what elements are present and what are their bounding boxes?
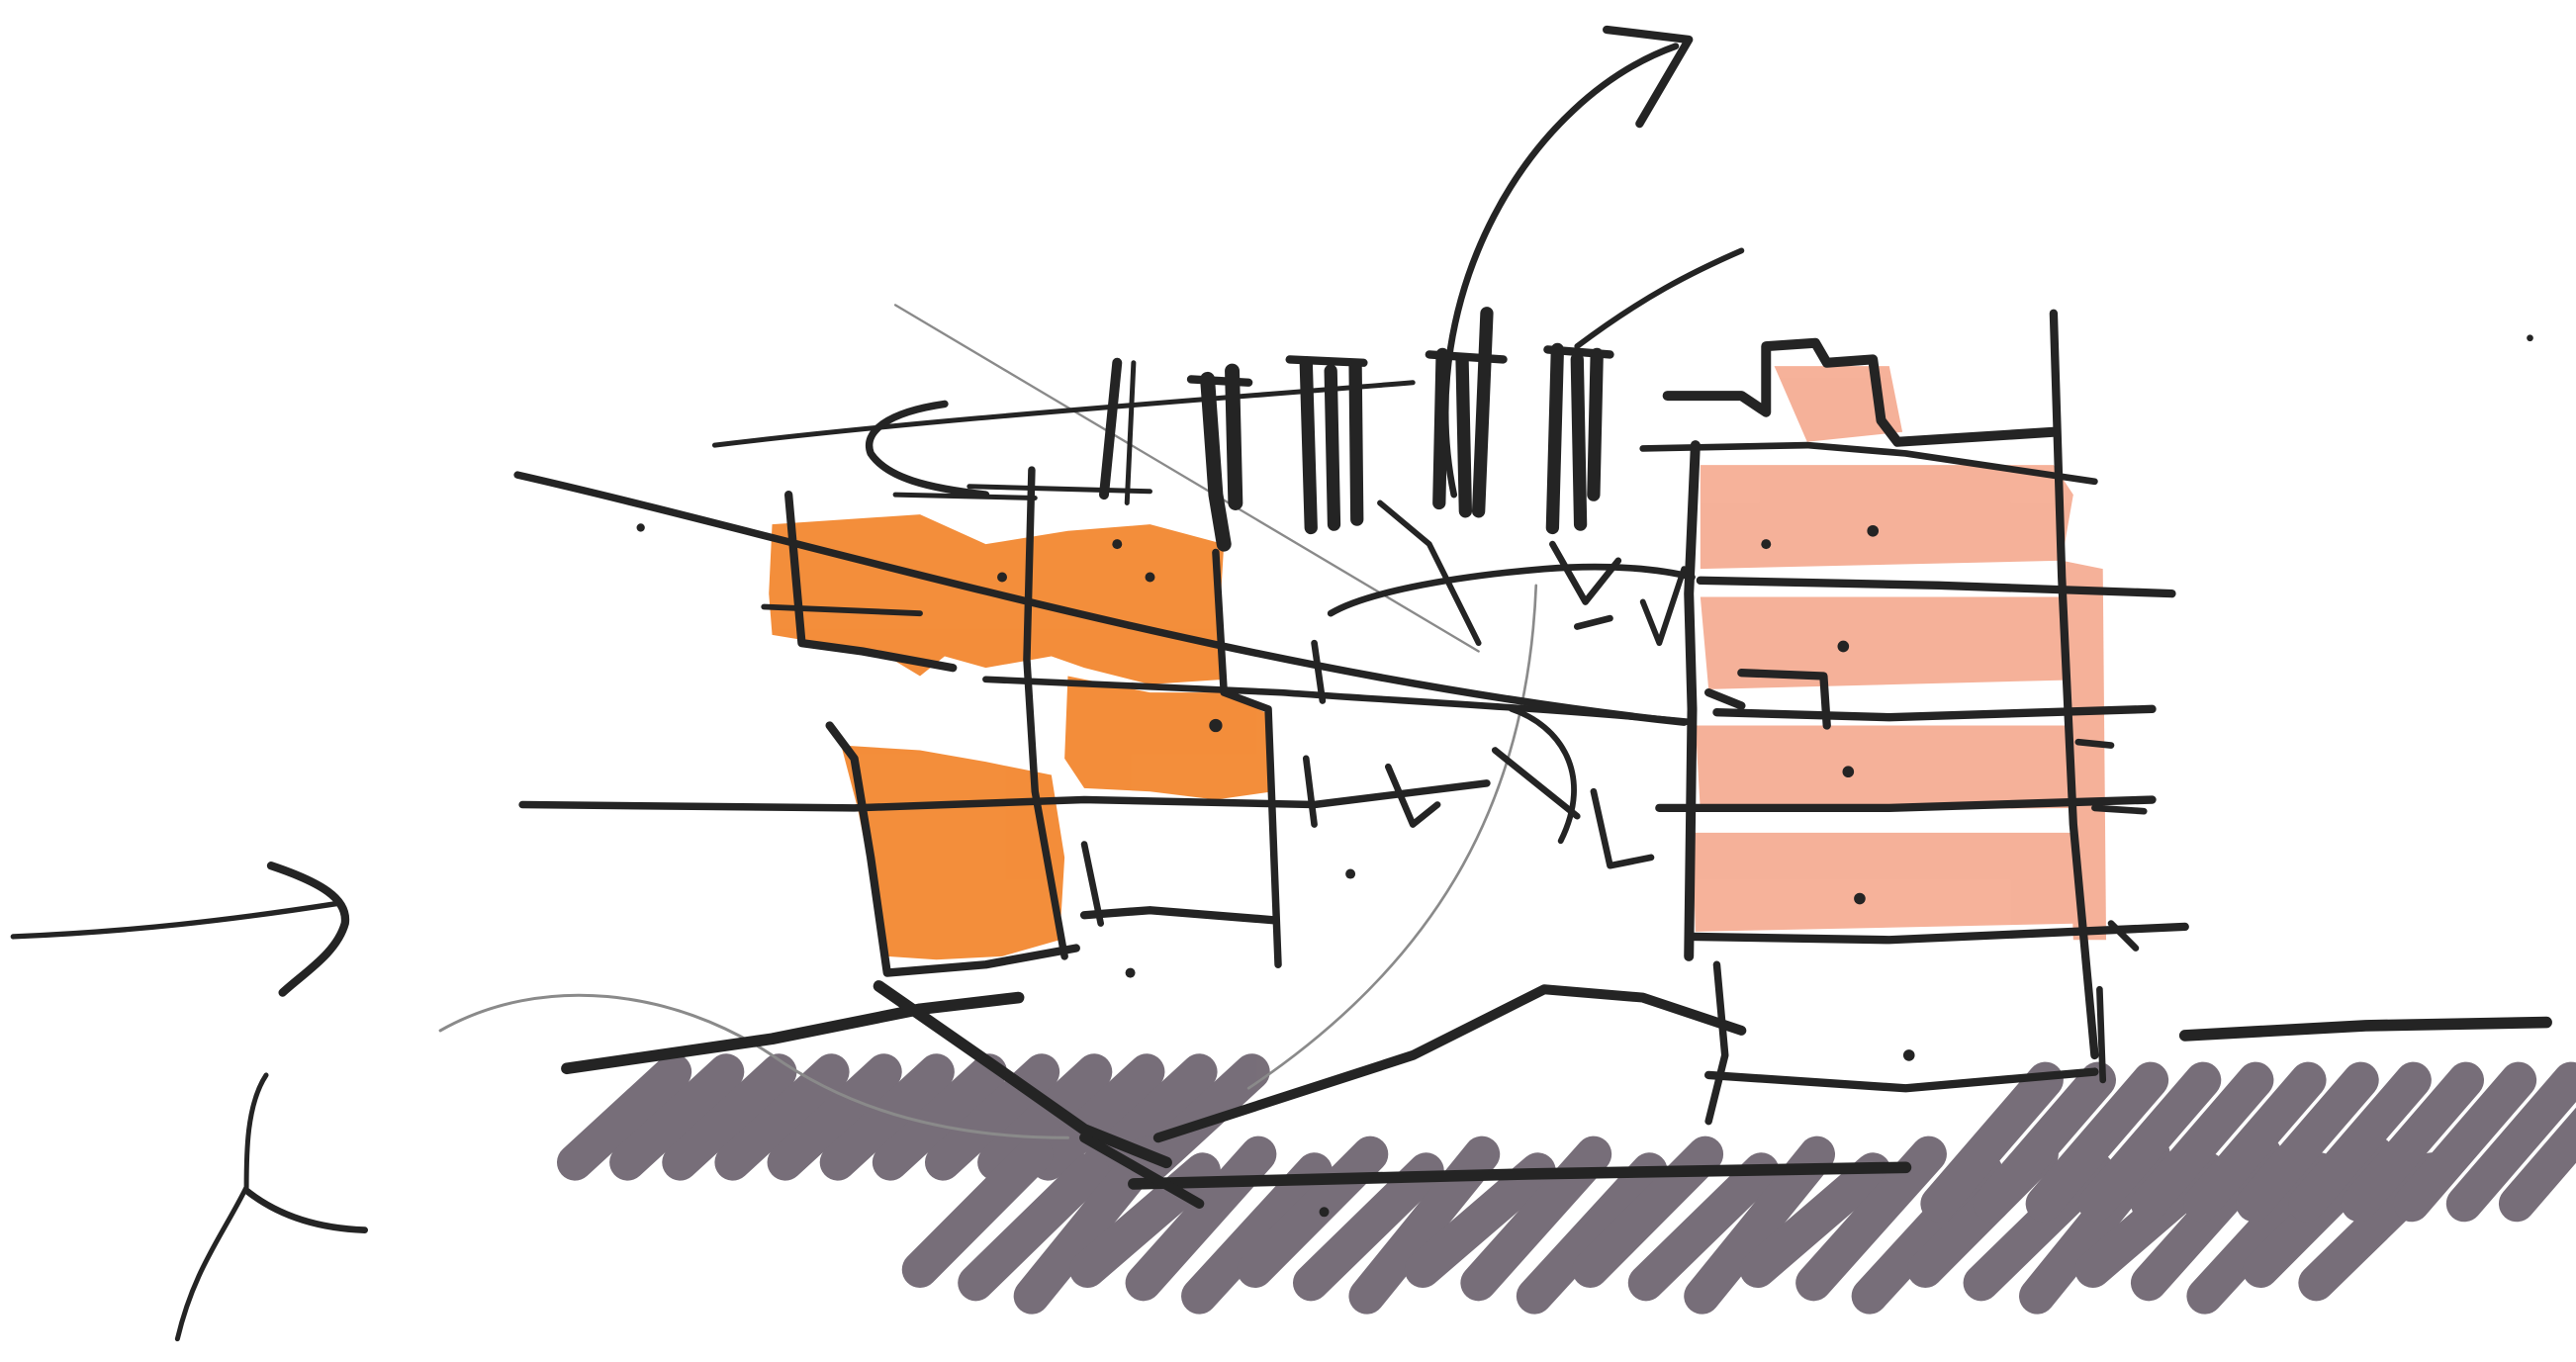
ink-dot [1112, 539, 1122, 549]
left-block-orange-fill [769, 514, 1273, 959]
ink-dot [637, 523, 645, 531]
ink-dot [1209, 719, 1222, 732]
bottom-left-curl [177, 1075, 266, 1339]
ink-dot [1867, 525, 1879, 537]
ink-dot [1126, 968, 1136, 978]
orange-fill-upper [769, 514, 1224, 684]
salmon-fill-band-1 [1701, 465, 2073, 569]
tower-right-edge-2 [2099, 989, 2102, 1080]
roof-fin-caps [1191, 349, 1610, 382]
ink-dot [1854, 893, 1866, 905]
ground-line-right [2185, 1023, 2546, 1036]
bottom-left-curl-tail [246, 1191, 365, 1230]
ink-dot [1345, 869, 1355, 879]
ground-hatching [575, 1072, 2576, 1297]
left-arrow-head [271, 865, 345, 992]
ink-dot [1842, 766, 1854, 777]
ink-dot [1761, 539, 1771, 549]
roof-fin-1 [1104, 363, 1117, 495]
left-block-floor [1084, 910, 1273, 920]
ink-dot [1838, 641, 1850, 653]
pencil-guides [440, 305, 1536, 1137]
roof-fin-5 [1552, 349, 1597, 527]
roof-fin-1-right [1127, 363, 1134, 503]
ink-dot [1146, 572, 1155, 582]
tower-base-left [1708, 964, 1725, 1121]
ink-dot [997, 572, 1007, 582]
roof-fin-4 [1439, 314, 1487, 511]
ink-dot [1903, 1049, 1915, 1061]
salmon-fill-band-4 [1693, 833, 2090, 932]
roof-fin-3 [1306, 363, 1356, 528]
orange-fill-middle [1064, 676, 1273, 799]
ink-dot [2527, 334, 2533, 341]
ink-dot [1320, 1207, 1330, 1217]
left-arrow-shaft [13, 904, 336, 937]
salmon-fill-band-3 [1696, 726, 2090, 812]
tower-left-edge [1689, 445, 1696, 956]
central-curve [1331, 567, 1692, 613]
ground-hatch-strokes [575, 1072, 2576, 1297]
